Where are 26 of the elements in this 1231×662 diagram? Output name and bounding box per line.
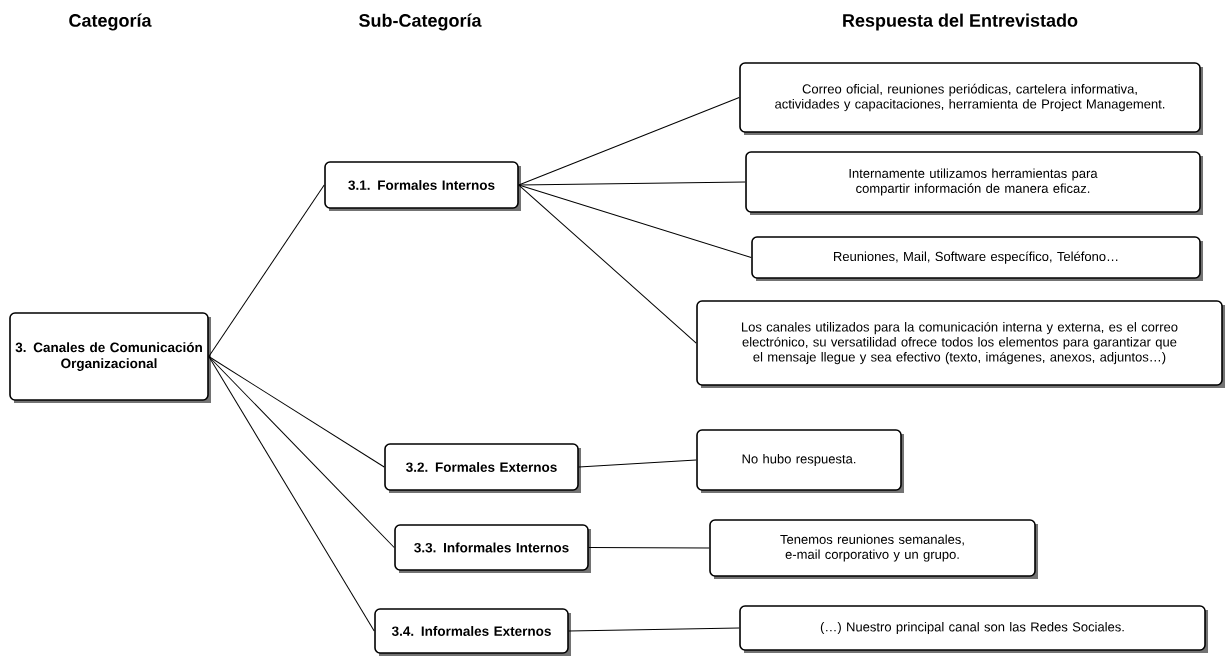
connector-line [518,97,740,186]
subcategory-box: 3.3. Informales Internos [394,524,591,573]
column-heading: Sub-Categoría [359,13,482,31]
connector-line [518,184,752,258]
connector-line [578,459,697,468]
response-box: (…) Nuestro principal canal son las Redes Sociales. [739,605,1208,653]
connector-line [208,356,395,548]
response-box: Correo oficial, reuniones periódicas, cartelera informativa, actividades y capacitaciones, herramienta de Project Management. [739,62,1203,135]
response-box: Los canales utilizados para la comunicación interna y externa, es el correo electrónico, su versatilidad ofrece todos los elementos para garantizar que el mensaje llegue y sea efectivo (texto, imágenes, anexos, adjuntos…) [696,300,1225,388]
connector-line [208,356,385,468]
column-heading: Categoría [69,13,152,31]
response-box: Tenemos reuniones semanales, e-mail corporativo y un grupo. [709,519,1038,579]
connector-line [518,181,746,186]
response-box: No hubo respuesta. [696,429,904,493]
connector-line [208,356,375,632]
subcategory-box: 3.2. Formales Externos [384,443,581,493]
connector-line [568,627,740,632]
connector-line [588,547,710,549]
connector-line [518,184,697,344]
column-heading: Respuesta del Entrevistado [843,13,1078,31]
subcategory-box: 3.4. Informales Externos [374,608,571,656]
response-box: Reuniones, Mail, Software específico, Teléfono… [751,236,1203,281]
response-box: Internamente utilizamos herramientas para compartir información de manera eficaz. [745,151,1203,215]
connector-line [208,184,325,357]
category-box: 3. Canales de Comunicación Organizacional [9,312,211,403]
subcategory-box: 3.1. Formales Internos [324,161,521,211]
